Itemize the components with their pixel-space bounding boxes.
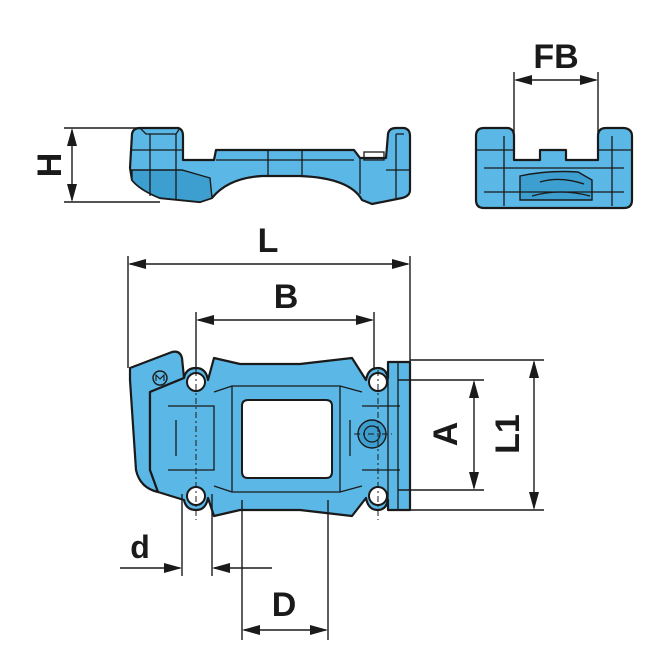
logo-mark: [152, 370, 168, 386]
label-A: A: [427, 422, 465, 447]
label-H: H: [31, 153, 69, 178]
dimension-FB: FB: [513, 38, 599, 160]
label-L1: L1: [489, 414, 527, 454]
label-L: L: [258, 222, 279, 260]
end-view: [474, 126, 634, 210]
label-D: D: [272, 586, 297, 624]
dimension-B: B: [195, 278, 375, 370]
label-FB: FB: [533, 38, 578, 76]
top-view: [128, 350, 412, 520]
dimension-H: H: [31, 127, 160, 203]
side-view: [128, 126, 412, 206]
label-d: d: [130, 529, 150, 565]
dimension-A: A: [398, 379, 484, 491]
label-B: B: [274, 278, 299, 316]
dimension-d: d: [120, 494, 272, 576]
dimension-D: D: [241, 500, 329, 640]
dimension-L: L: [127, 222, 411, 368]
dimension-L1: L1: [410, 359, 544, 511]
